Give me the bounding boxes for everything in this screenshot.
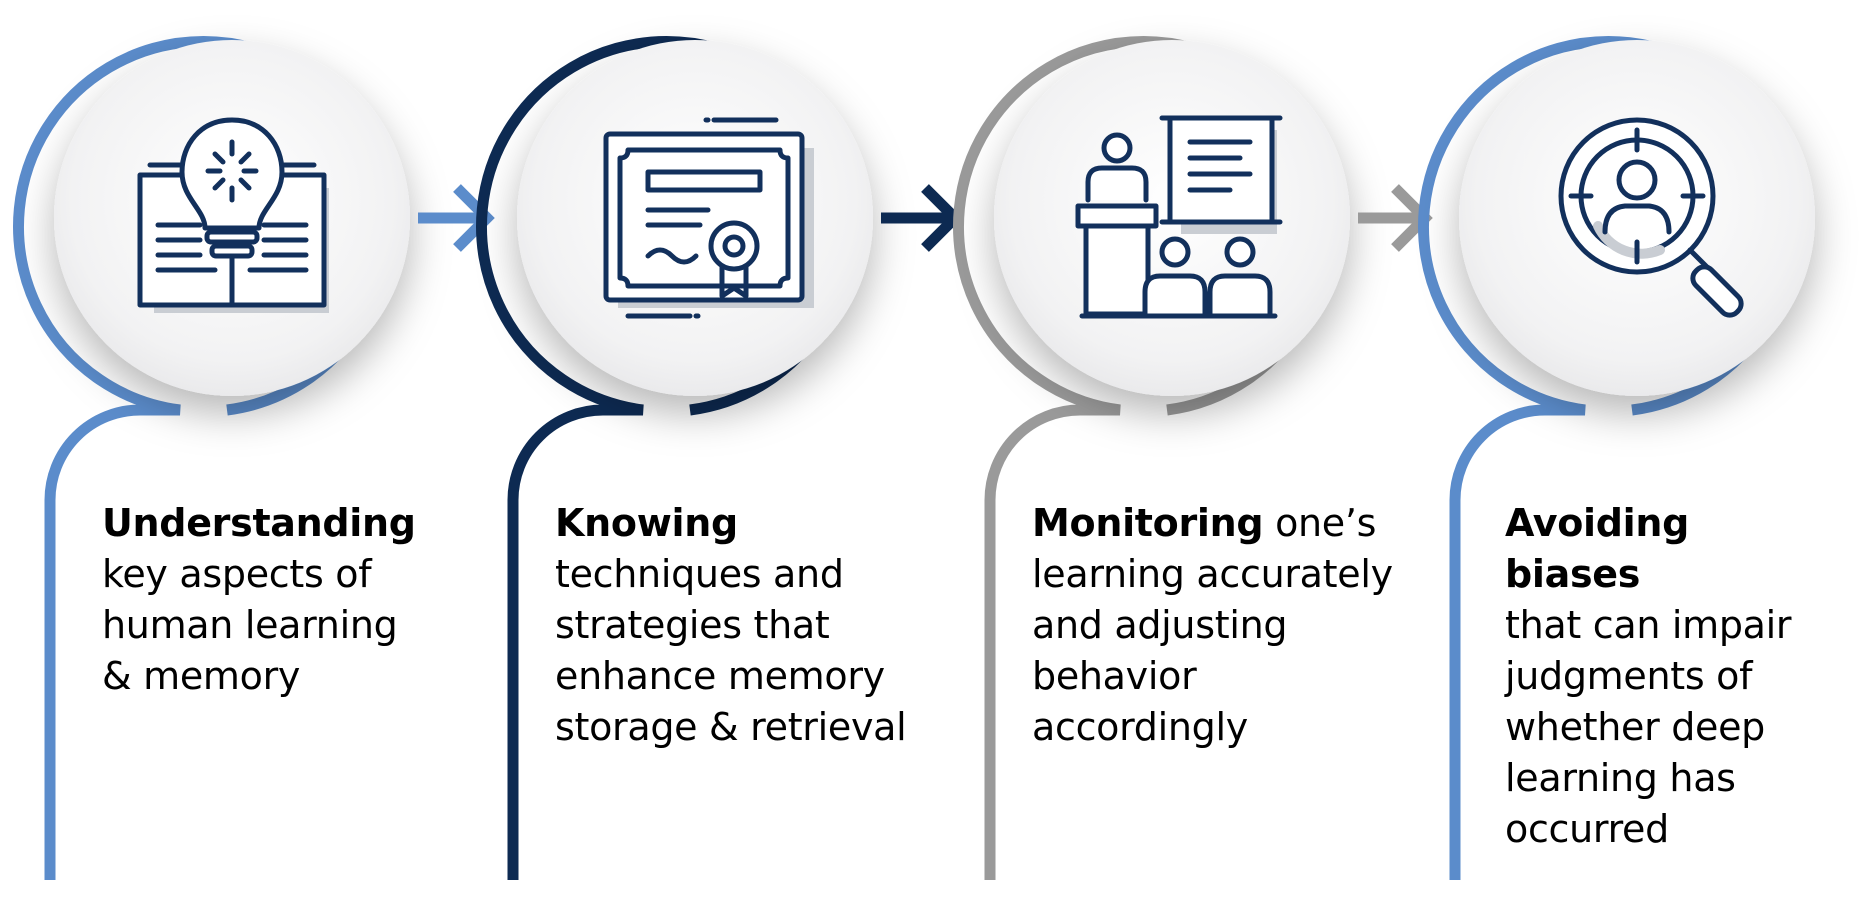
certificate-icon: [603, 117, 814, 319]
book-lightbulb-icon: [137, 117, 329, 313]
step-3-body: one’s learning accurately and adjusting …: [1032, 501, 1393, 749]
presentation-audience-icon: [1075, 115, 1283, 319]
step-3-arrow: [1358, 184, 1433, 252]
step-3-text: Monitoring one’s learning accurately and…: [1032, 498, 1397, 753]
step-1-text: Understanding key aspects of human learn…: [102, 498, 482, 702]
step-1-body: key aspects of human learning & memory: [102, 552, 398, 698]
step-1-heading: Understanding: [102, 501, 416, 545]
step-2-body: techniques and strategies that enhance m…: [555, 552, 907, 749]
step-4-body: that can impair judgments of whether dee…: [1505, 603, 1792, 851]
step-4-text: Avoiding biases that can impair judgment…: [1505, 498, 1835, 855]
magnifier-person-icon: [1558, 117, 1744, 318]
step-2-text: Knowing techniques and strategies that e…: [555, 498, 935, 753]
step-2-heading: Knowing: [555, 501, 738, 545]
step-3-heading: Monitoring: [1032, 501, 1264, 545]
step-4-heading: Avoiding biases: [1505, 501, 1690, 596]
step-2-arrow: [881, 184, 963, 252]
